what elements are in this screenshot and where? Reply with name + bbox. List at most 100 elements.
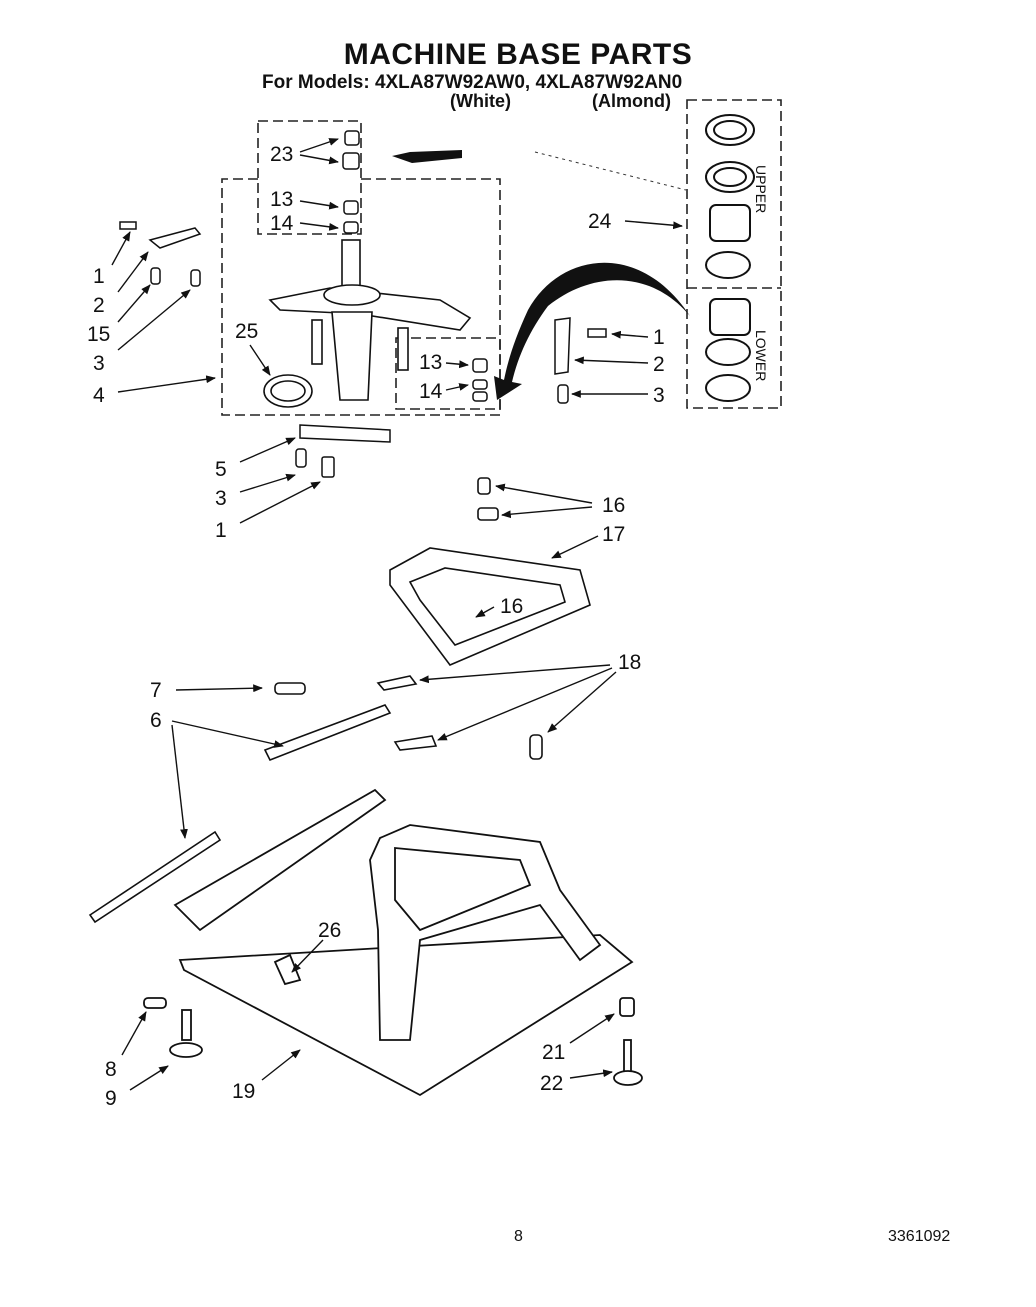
callout-18: 18 <box>618 651 641 674</box>
callout-24: 24 <box>588 210 612 233</box>
part-16-clip-b <box>477 507 499 521</box>
leader-16b <box>501 506 593 519</box>
leader-26 <box>291 939 324 973</box>
callout-3-left: 3 <box>93 352 105 375</box>
callout-1-left: 1 <box>93 265 105 288</box>
callout-21: 21 <box>542 1041 565 1064</box>
callout-1-lower: 1 <box>215 519 227 542</box>
callout-16-lower: 16 <box>500 595 523 618</box>
callout-26: 26 <box>318 919 341 942</box>
upper-seal-1-inner <box>713 120 747 140</box>
part-9-foot <box>169 1042 203 1058</box>
part-23-lower <box>342 152 360 170</box>
big-arrow-top <box>392 150 462 163</box>
part-15-spring <box>150 267 161 285</box>
part-3-spring-lower <box>295 448 307 468</box>
spider-leg-left <box>311 319 323 365</box>
leader-1c <box>239 481 321 524</box>
lower-washer-1 <box>705 338 751 366</box>
leader-13b <box>445 360 469 369</box>
leader-17 <box>551 535 599 559</box>
transmission-body <box>331 311 373 401</box>
part-18-clip-c <box>529 734 543 760</box>
upper-seal-2-inner <box>713 167 747 187</box>
part-17-frame <box>389 547 591 666</box>
part-2-bracket-right <box>554 317 571 375</box>
page-title: MACHINE BASE PARTS <box>343 38 693 71</box>
leader-16c <box>475 606 495 618</box>
callout-3-lower: 3 <box>215 487 227 510</box>
callout-2-left: 2 <box>93 294 105 317</box>
transmission-shaft <box>341 239 361 291</box>
part-3-spring-left <box>190 269 201 287</box>
document-number: 3361092 <box>888 1228 951 1245</box>
callout-4: 4 <box>93 384 105 407</box>
callout-22: 22 <box>540 1072 563 1095</box>
part-1-screw-right <box>587 328 607 338</box>
leader-15 <box>117 284 151 323</box>
leader-18b <box>437 667 613 741</box>
leader-13a <box>299 200 339 210</box>
lower-label: LOWER <box>753 330 769 381</box>
base-side-rail <box>173 788 387 932</box>
leader-24 <box>624 220 683 230</box>
leader-9 <box>129 1065 169 1091</box>
part-25-ring-inner <box>270 380 306 402</box>
callout-17: 17 <box>602 523 625 546</box>
leader-3c <box>239 473 296 493</box>
part-17-frame-inner <box>408 567 566 646</box>
part-21-nut <box>619 997 635 1017</box>
part-1-screw-lower <box>321 456 335 478</box>
leader-4 <box>117 375 216 393</box>
callout-6: 6 <box>150 709 162 732</box>
leader-6a <box>171 720 284 748</box>
part-1-screw-left <box>119 221 137 230</box>
leader-8 <box>121 1011 147 1056</box>
callout-14-side: 14 <box>419 380 443 403</box>
leader-1b <box>611 330 649 339</box>
callout-13-top: 13 <box>270 188 293 211</box>
leader-6b <box>171 724 188 839</box>
leader-dots <box>534 151 687 191</box>
callout-15: 15 <box>87 323 110 346</box>
spider-leg-right <box>397 327 409 371</box>
part-14-side-b <box>472 391 488 402</box>
part-13-side <box>472 358 488 373</box>
leader-7 <box>175 684 263 693</box>
big-arrow-curve <box>494 262 690 400</box>
part-8-leg-bolt <box>181 1009 192 1041</box>
leader-3a <box>117 289 191 351</box>
part-18-clip-b <box>393 735 438 751</box>
models-line: For Models: 4XLA87W92AW0, 4XLA87W92AN0 <box>262 72 683 93</box>
page-number: 8 <box>514 1228 523 1245</box>
leader-14a <box>299 222 339 231</box>
leader-22 <box>569 1069 613 1079</box>
part-13 <box>343 200 359 215</box>
leader-14b <box>445 383 469 391</box>
callout-8: 8 <box>105 1058 117 1081</box>
callout-14-top: 14 <box>270 212 294 235</box>
part-26-clip <box>273 953 302 986</box>
leader-1a <box>111 231 131 266</box>
part-7-spring <box>274 682 306 695</box>
leader-23b <box>299 154 339 165</box>
callout-25: 25 <box>235 320 258 343</box>
part-14-side-a <box>472 379 488 390</box>
part-6-strip-lower <box>88 830 222 924</box>
callout-1-right: 1 <box>653 326 665 349</box>
callout-9: 9 <box>105 1087 117 1110</box>
leader-16a <box>495 483 593 504</box>
variant-almond: (Almond) <box>592 91 671 111</box>
lower-bearing <box>709 298 751 336</box>
leader-21 <box>569 1013 615 1044</box>
seal-kit-box-top <box>257 120 362 235</box>
part-22-bolt <box>623 1039 632 1075</box>
upper-label: UPPER <box>753 165 769 213</box>
leader-25 <box>249 344 271 376</box>
part-2-bracket-left <box>148 227 202 249</box>
part-3-spring-right <box>557 384 569 404</box>
transmission-group-box <box>221 178 501 416</box>
part-18-clip-a <box>376 675 418 691</box>
callout-19: 19 <box>232 1080 255 1103</box>
